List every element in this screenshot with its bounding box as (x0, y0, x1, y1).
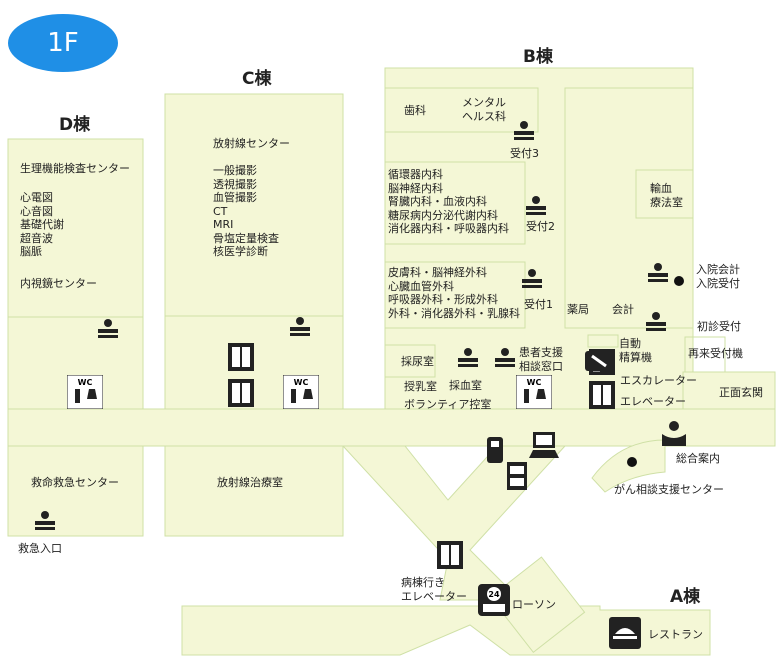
urine-room-label: 採尿室 (401, 355, 434, 368)
reception-desk-icon (458, 348, 478, 367)
dental-mental-room (384, 87, 539, 133)
payphone-icon (487, 437, 503, 463)
info-desk-area (591, 439, 666, 493)
floor-badge: 1F (8, 14, 118, 72)
reception-desk-icon (526, 196, 546, 215)
a-building-label: A棟 (670, 587, 701, 607)
info-desk-icon (662, 421, 686, 446)
dept-room-2 (384, 161, 526, 245)
cancer-support-label: がん相談支援センター (614, 483, 724, 496)
svg-text:WC: WC (527, 378, 542, 387)
b-building-label: B棟 (523, 47, 553, 67)
reception-desk-icon (648, 263, 668, 282)
convenience-store-24h-icon: 24 (478, 584, 510, 616)
elevator-icon (228, 379, 254, 407)
reception-desk-icon (646, 312, 666, 331)
physiology-test-list: 心電図心音図基礎代謝超音波脳脈 (20, 191, 64, 258)
lawson-area (489, 556, 586, 653)
d-building-emergency (7, 445, 144, 537)
reception-3: 受付3 (510, 147, 539, 160)
ward-elevator-label: 病棟行きエレベーター (401, 576, 467, 603)
b-building-pharmacy-area (564, 87, 694, 329)
elevator-icon (589, 381, 615, 409)
physiology-center: 生理機能検査センター (20, 162, 130, 175)
svg-text:24: 24 (488, 590, 500, 599)
a-building (181, 605, 711, 656)
radiology-center: 放射線センター (213, 137, 290, 150)
restroom-icon: WC (283, 375, 319, 409)
d-building-upper (7, 138, 144, 318)
reception-desk-icon (35, 511, 55, 530)
nursing-room-label: 授乳室 (404, 380, 437, 393)
endoscopy-center: 内視鏡センター (20, 277, 97, 290)
blood-room-label: 採血室 (449, 379, 482, 392)
urine-room (384, 344, 436, 378)
accounting-label: 会計 (612, 303, 634, 316)
elevator-label: エレベーター (620, 395, 686, 408)
c-building-upper (164, 93, 344, 317)
svg-text:WC: WC (78, 378, 93, 387)
reception-desk-icon (514, 121, 534, 140)
escalator-label: エスカレーター (620, 374, 697, 387)
admission-label: 入院会計入院受付 (696, 263, 740, 290)
dental-label: 歯科 (404, 104, 426, 117)
atm-icon (507, 462, 527, 490)
payment-marker (587, 334, 619, 348)
patient-support-label: 患者支援相談窓口 (519, 346, 563, 373)
transfusion-room-label: 輸血療法室 (650, 182, 683, 209)
radiotherapy-room: 放射線治療室 (217, 476, 283, 489)
auto-payment-machine-icon (585, 351, 613, 371)
location-dot-icon (627, 457, 637, 467)
c-building-label: C棟 (242, 69, 272, 89)
volunteer-room-label: ボランティア控室 (404, 398, 492, 411)
reception-desk-icon (290, 317, 310, 336)
location-dot-icon (674, 276, 684, 286)
pharmacy-label: 薬局 (567, 303, 589, 316)
lawson-label: ローソン (512, 598, 556, 611)
restaurant-label: レストラン (648, 628, 703, 641)
restroom-icon: WC (516, 375, 552, 409)
reception-2: 受付2 (526, 220, 555, 233)
restaurant-icon (609, 617, 641, 649)
elevator-icon (437, 541, 463, 569)
restroom-icon: WC (67, 375, 103, 409)
dept-room-1 (384, 261, 526, 329)
emergency-center: 救命救急センター (31, 476, 119, 489)
general-info-label: 総合案内 (676, 452, 720, 465)
d-building-label: D棟 (59, 115, 91, 135)
dept-group-1: 皮膚科・脳神経外科心臓血管外科呼吸器外科・形成外科外科・消化器外科・乳腺科 (388, 266, 520, 320)
mental-health-label: メンタルヘルス科 (462, 96, 506, 123)
c-building-radiotherapy (164, 445, 344, 537)
transfusion-room (635, 169, 694, 219)
revisit-area (684, 336, 726, 373)
revisit-machine: 再来受付機 (688, 347, 743, 360)
elevator-icon (228, 343, 254, 371)
main-corridor (7, 408, 776, 447)
reception-1: 受付1 (524, 298, 553, 311)
reception-desk-icon (522, 269, 542, 288)
auto-payment-machine: 自動精算機 (619, 337, 652, 364)
computer-terminal-icon (529, 432, 559, 458)
emergency-entrance: 救急入口 (18, 542, 62, 555)
first-visit-reception: 初診受付 (697, 320, 741, 333)
reception-desk-icon (98, 319, 118, 338)
dept-group-2: 循環器内科脳神経内科腎臓内科・血液内科糖尿病内分泌代謝内科消化器内科・呼吸器内科 (388, 168, 509, 235)
main-entrance-label: 正面玄関 (719, 386, 763, 399)
reception-desk-icon (495, 348, 515, 367)
svg-text:WC: WC (294, 378, 309, 387)
